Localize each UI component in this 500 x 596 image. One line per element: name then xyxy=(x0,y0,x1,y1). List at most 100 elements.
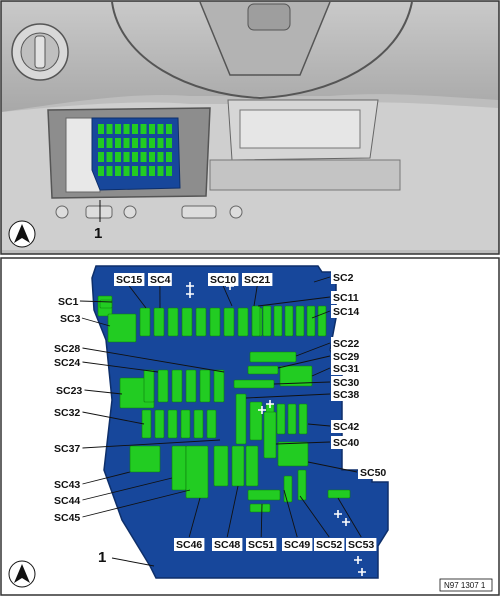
knee-panel xyxy=(209,159,401,191)
leader-sc28 xyxy=(82,347,225,373)
label-sc31: SC31 xyxy=(333,363,359,375)
fuse-27 xyxy=(199,369,211,403)
leader-sc38 xyxy=(245,393,331,399)
label-sc46: SC46 xyxy=(176,539,202,551)
label-sc52: SC52 xyxy=(316,539,342,551)
steering-wheel-hub xyxy=(199,1,331,76)
fuse-9 xyxy=(167,307,179,337)
mini-fuse-24 xyxy=(149,152,155,162)
mini-fuse-31 xyxy=(132,166,138,176)
label-sc51: SC51 xyxy=(248,539,274,551)
label-sc43: SC43 xyxy=(54,479,80,491)
mini-fuse-8 xyxy=(166,124,172,134)
fuse-11 xyxy=(195,307,207,337)
fuse-13 xyxy=(223,307,235,337)
label-bg-sc38 xyxy=(331,388,362,401)
label-sc15: SC15 xyxy=(116,274,142,286)
terminal-marker-7 xyxy=(354,556,362,564)
label-sc24: SC24 xyxy=(54,357,80,369)
mini-fuse-23 xyxy=(140,152,147,162)
label-bg-sc32 xyxy=(52,406,83,419)
label-bg-sc24 xyxy=(52,356,83,369)
mini-fuse-18 xyxy=(98,152,104,162)
label-sc22: SC22 xyxy=(333,338,359,350)
fuse-17 xyxy=(262,305,272,337)
fuse-4 xyxy=(171,445,187,491)
fuse-45 xyxy=(263,411,277,459)
label-bg-sc1 xyxy=(56,295,80,308)
fuse-22 xyxy=(317,305,327,337)
leader-sc46 xyxy=(188,497,201,538)
label-bg-sc23 xyxy=(54,384,85,397)
label-sc38: SC38 xyxy=(333,389,359,401)
label-sc29: SC29 xyxy=(333,351,359,363)
fuse-5 xyxy=(185,445,209,499)
label-bg-sc49 xyxy=(282,538,313,551)
terminal-marker-1 xyxy=(186,290,194,298)
label-sc42: SC42 xyxy=(333,421,359,433)
mini-fuse-11 xyxy=(115,138,121,148)
fuse-21 xyxy=(306,305,316,337)
fuse-40 xyxy=(249,401,263,441)
mini-fuse-3 xyxy=(123,124,130,134)
label-sc48: SC48 xyxy=(214,539,240,551)
fuse-42 xyxy=(276,403,286,435)
leader-sc21 xyxy=(253,285,258,307)
label-bg-sc43 xyxy=(52,478,83,491)
mini-fuse-35 xyxy=(166,166,172,176)
leader-sc14 xyxy=(311,310,331,319)
compass-arrow-icon xyxy=(8,560,36,588)
top-callout-1: 1 xyxy=(94,225,102,242)
fuse-34 xyxy=(206,409,217,439)
label-sc23: SC23 xyxy=(56,385,82,397)
terminal-marker-4 xyxy=(266,400,274,408)
label-sc44: SC44 xyxy=(54,495,80,507)
fuse-43 xyxy=(287,403,297,435)
leader-sc10 xyxy=(222,285,233,307)
top-panel: 1 xyxy=(0,0,500,255)
terminal-marker-6 xyxy=(342,518,350,526)
leader-sc30 xyxy=(273,381,331,385)
label-sc37: SC37 xyxy=(54,443,80,455)
mini-fuse-26 xyxy=(166,152,172,162)
label-bg-sc51 xyxy=(246,538,277,551)
compass-arrow-icon xyxy=(8,220,36,248)
leader-sc2 xyxy=(313,276,331,283)
label-sc45: SC45 xyxy=(54,512,80,524)
fuse-52 xyxy=(327,489,351,499)
mini-fuse-28 xyxy=(106,166,113,176)
recess-shelf xyxy=(239,109,361,149)
mini-fuse-12 xyxy=(123,138,130,148)
label-bg-sc40 xyxy=(331,436,362,449)
leader-sc49 xyxy=(283,489,298,538)
label-bg-sc37 xyxy=(52,442,83,455)
leader-sc22 xyxy=(295,342,331,357)
mini-fuse-17 xyxy=(166,138,172,148)
label-sc10: SC10 xyxy=(210,274,236,286)
mini-fuse-29 xyxy=(115,166,121,176)
label-bg-sc22 xyxy=(331,337,362,350)
mini-fuse-21 xyxy=(123,152,130,162)
label-sc40: SC40 xyxy=(333,437,359,449)
mini-fuse-19 xyxy=(106,152,113,162)
leader-sc31 xyxy=(311,367,331,377)
figure-ref-box xyxy=(439,578,493,592)
fuse-53 xyxy=(249,503,271,513)
figure-ref: N97 1307 1 xyxy=(444,581,486,590)
fuse-49 xyxy=(247,489,281,501)
leader-sc53 xyxy=(337,497,362,538)
fuse-38 xyxy=(233,379,275,389)
label-sc28: SC28 xyxy=(54,343,80,355)
fuse-50 xyxy=(283,475,293,503)
fuse-30 xyxy=(154,409,165,439)
fuse-31 xyxy=(167,409,178,439)
leader-sc3 xyxy=(81,317,111,327)
terminal-marker-3 xyxy=(258,406,266,414)
leader-sc37 xyxy=(82,439,221,449)
fuse-28 xyxy=(213,369,225,403)
mini-fuse-7 xyxy=(157,124,164,134)
